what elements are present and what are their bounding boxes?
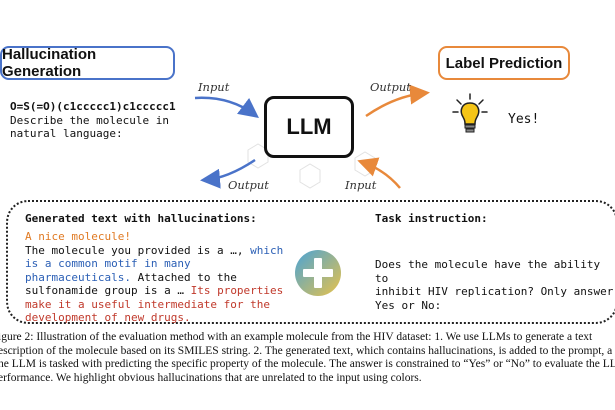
generated-line-2: The molecule you provided is a …, which (25, 244, 290, 258)
generated-text: A nice molecule! The molecule you provid… (25, 230, 290, 325)
generated-text-heading: Generated text with hallucinations: (25, 212, 257, 225)
hallucination-blue-span: pharmaceuticals. (25, 270, 131, 284)
generated-text-span: Attached to the (130, 270, 237, 284)
input-label-bottom: Input (345, 178, 377, 192)
caption-line-3: he LLM is tasked with predicting the spe… (0, 358, 615, 370)
output-arrow-top (365, 84, 430, 118)
hallucination-red-span: Its properties (190, 284, 284, 297)
prediction-answer: Yes! (508, 112, 540, 127)
generated-line-3: is a common motif in many (25, 257, 191, 270)
caption-line-2: escription of the molecule based on its … (0, 344, 613, 357)
llm-box: LLM (264, 96, 354, 158)
prompt-line-3: natural language: (10, 127, 123, 140)
task-instruction-heading: Task instruction: (375, 212, 488, 225)
task-line-2: inhibit HIV replication? Only answer (375, 285, 614, 298)
task-instruction-text: Does the molecule have the ability to in… (375, 258, 615, 312)
generated-line-6: make it a useful intermediate for the (25, 297, 271, 311)
plus-icon (295, 250, 341, 296)
hallucination-generation-box: Hallucination Generation (0, 46, 175, 80)
input-arrow-top (194, 96, 259, 119)
input-label-top: Input (198, 80, 230, 94)
task-line-1: Does the molecule have the ability to (375, 258, 601, 285)
hallucination-panel (6, 200, 615, 324)
generated-line-5: sulfonamide group is a … Its properties (25, 284, 290, 298)
output-label-top: Output (370, 80, 411, 94)
generated-line-4: pharmaceuticals. Attached to the (25, 271, 290, 285)
hallucination-blue-span: which (250, 243, 284, 257)
lightbulb-icon (452, 93, 488, 133)
output-arrow-bottom (200, 158, 256, 189)
caption-line-1: igure 2: Illustration of the evaluation … (0, 331, 593, 343)
input-arrow-bottom (357, 157, 401, 189)
task-line-3: Yes or No: (375, 298, 442, 312)
generated-text-span: sulfonamide group is a … (25, 284, 191, 297)
output-label-bottom: Output (228, 178, 269, 192)
generated-line-7: development of new drugs. (25, 311, 191, 324)
smiles-string: O=S(=O)(c1ccccc1)c1ccccc1 (10, 100, 176, 113)
llm-label: LLM (286, 114, 332, 139)
input-prompt: O=S(=O)(c1ccccc1)c1ccccc1 Describe the m… (10, 100, 176, 141)
prompt-line-2: Describe the molecule in (10, 113, 169, 127)
hallucination-generation-title: Hallucination Generation (2, 46, 97, 80)
caption-line-4: erformance. We highlight obvious halluci… (0, 371, 422, 384)
figure-caption: igure 2: Illustration of the evaluation … (0, 331, 615, 385)
label-prediction-box: Label Prediction (438, 46, 570, 80)
generated-line-1: A nice molecule! (25, 230, 131, 243)
generated-text-span: The molecule you provided is a …, (25, 243, 251, 257)
label-prediction-title: Label Prediction (445, 54, 563, 72)
